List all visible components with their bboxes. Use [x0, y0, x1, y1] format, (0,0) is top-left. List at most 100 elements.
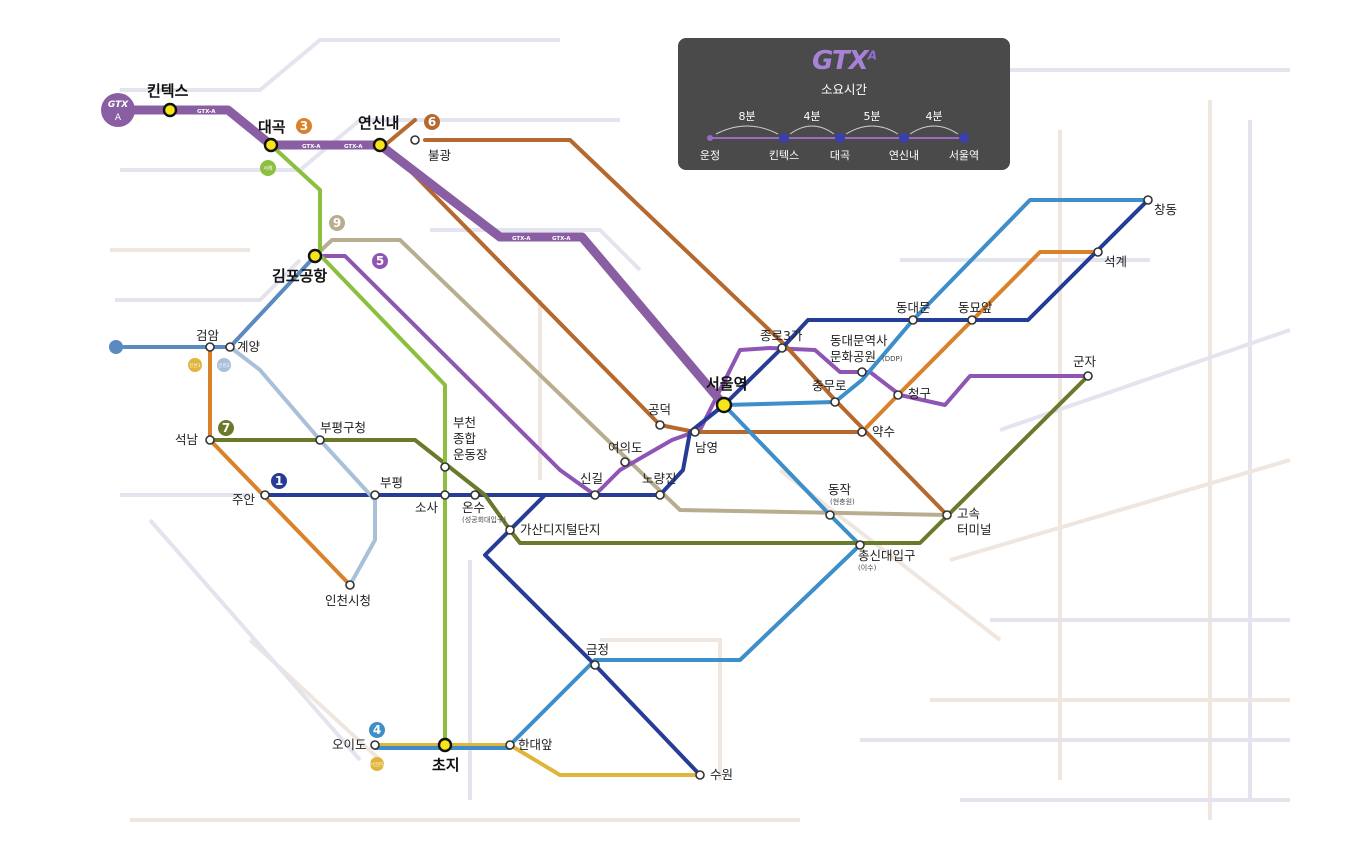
svg-text:약수: 약수 — [872, 424, 895, 439]
legend-station-dot — [779, 133, 789, 143]
svg-text:3: 3 — [300, 119, 308, 133]
station-namyeong: 남영 — [690, 427, 718, 455]
legend-station-label: 서울역 — [949, 149, 979, 162]
seohae-badge: 서해 — [260, 160, 276, 176]
station-chungmuro: 충무로 — [812, 378, 847, 407]
svg-text:종로3가: 종로3가 — [760, 328, 803, 343]
station-daegok: 대곡 — [258, 118, 286, 153]
line-5-badge: 5 — [372, 253, 388, 269]
svg-text:GTX-A: GTX-A — [302, 144, 321, 150]
line-9-badge: 9 — [329, 215, 345, 231]
legend-time-label: 4분 — [803, 110, 820, 123]
svg-text:노량진: 노량진 — [642, 471, 677, 486]
line-1-b — [483, 493, 702, 777]
svg-text:오이도: 오이도 — [332, 737, 367, 752]
legend-time-arc — [909, 125, 959, 135]
svg-text:5: 5 — [376, 254, 384, 268]
svg-text:주안: 주안 — [232, 492, 256, 507]
legend-title: 소요시간 — [820, 82, 867, 97]
svg-text:동묘앞: 동묘앞 — [958, 300, 993, 315]
background-network — [110, 38, 1291, 822]
svg-text:4: 4 — [373, 723, 381, 737]
svg-text:공덕: 공덕 — [648, 402, 671, 417]
line-1-badge: 1 — [271, 473, 287, 489]
svg-text:1: 1 — [275, 474, 283, 488]
station-geumjeong: 금정 — [586, 642, 609, 670]
svg-text:GTX-A: GTX-A — [512, 236, 531, 242]
station-suwon: 수원 — [695, 767, 733, 782]
svg-text:GTX: GTX — [108, 100, 129, 110]
svg-text:온수: 온수 — [462, 500, 485, 515]
svg-text:(성공회대입구): (성공회대입구) — [462, 515, 506, 524]
svg-text:신길: 신길 — [580, 471, 603, 486]
line-badges: GTX A 3 6 9 5 7 1 4 서해 인천1 인천2 수인분당 — [101, 93, 440, 771]
svg-text:연신내: 연신내 — [358, 114, 399, 132]
svg-text:수인분당: 수인분당 — [369, 761, 386, 768]
legend-time-label: 4분 — [925, 110, 942, 123]
line-incheon2 — [228, 345, 377, 587]
svg-text:부평: 부평 — [380, 475, 403, 490]
station-juan: 주안 — [232, 490, 270, 507]
svg-text:GTX-A: GTX-A — [552, 236, 571, 242]
svg-text:군자: 군자 — [1073, 354, 1097, 369]
station-cheonggu: 청구 — [893, 386, 931, 401]
legend-station-label: 대곡 — [830, 149, 850, 162]
station-seokgye: 석계 — [1093, 247, 1127, 269]
svg-text:석남: 석남 — [175, 432, 199, 447]
svg-text:운동장: 운동장 — [453, 447, 488, 462]
station-dongmyo: 동묘앞 — [958, 300, 993, 325]
line-3-b — [208, 345, 352, 587]
station-sosa: 소사 — [415, 490, 450, 515]
svg-text:A: A — [115, 113, 122, 123]
svg-text:수원: 수원 — [710, 767, 733, 782]
svg-text:9: 9 — [333, 216, 341, 230]
svg-text:인천1: 인천1 — [189, 362, 200, 369]
line-4-badge: 4 — [369, 722, 385, 738]
legend-station-dot — [959, 133, 969, 143]
station-bupyeonggucheong: 부평구청 — [315, 420, 366, 445]
svg-text:남영: 남영 — [695, 440, 718, 455]
line-7-badge: 7 — [218, 420, 234, 436]
station-gasan: 가산디지털단지 — [505, 522, 601, 537]
svg-text:(DDP): (DDP) — [882, 355, 903, 363]
svg-text:청구: 청구 — [908, 386, 931, 401]
svg-text:(이수): (이수) — [858, 563, 877, 572]
svg-text:소사: 소사 — [415, 500, 439, 515]
line-4 — [373, 198, 1150, 747]
station-seongnam: 석남 — [175, 432, 215, 447]
svg-text:충무로: 충무로 — [812, 378, 847, 393]
station-dongjak: 동작(현충원) — [825, 482, 855, 520]
legend-station-dot — [835, 133, 845, 143]
station-ddp: 동대문역사 문화공원 (DDP) — [830, 333, 903, 377]
station-choji: 초지 — [432, 737, 460, 774]
suin-badge: 수인분당 — [369, 757, 386, 771]
svg-text:부평구청: 부평구청 — [320, 420, 366, 435]
svg-text:계양: 계양 — [237, 339, 261, 354]
svg-text:한대앞: 한대앞 — [518, 737, 553, 752]
legend-station-label: 킨텍스 — [769, 149, 799, 162]
legend-time-label: 5분 — [863, 110, 880, 123]
legend-time-arc — [715, 125, 779, 135]
incheon2-badge: 인천2 — [217, 358, 231, 372]
airport-badge — [109, 340, 123, 354]
station-gyeyang: 계양 — [225, 339, 261, 354]
svg-text:서해: 서해 — [263, 165, 273, 172]
svg-text:여의도: 여의도 — [608, 440, 643, 455]
svg-text:금정: 금정 — [586, 642, 609, 657]
svg-text:고속: 고속 — [957, 506, 980, 521]
stations[interactable]: 킨텍스 대곡 연신내 불광 김포공항 검암 계양 석남 부평구청 부천 종합 운… — [147, 82, 1177, 782]
legend-time-label: 8분 — [738, 110, 755, 123]
station-noryangjin: 노량진 — [642, 471, 677, 500]
station-incheon-cityhall: 인천시청 — [325, 580, 371, 608]
line-9 — [313, 238, 949, 517]
svg-text:부천: 부천 — [453, 415, 476, 430]
station-bulgwang: 불광 — [410, 135, 452, 163]
svg-text:가산디지털단지: 가산디지털단지 — [520, 522, 601, 537]
svg-text:김포공항: 김포공항 — [272, 267, 327, 285]
station-bucheon-stadium: 부천 종합 운동장 — [440, 415, 488, 472]
svg-text:초지: 초지 — [432, 756, 460, 774]
svg-text:대곡: 대곡 — [258, 118, 286, 136]
station-bupyeong: 부평 — [370, 475, 403, 500]
